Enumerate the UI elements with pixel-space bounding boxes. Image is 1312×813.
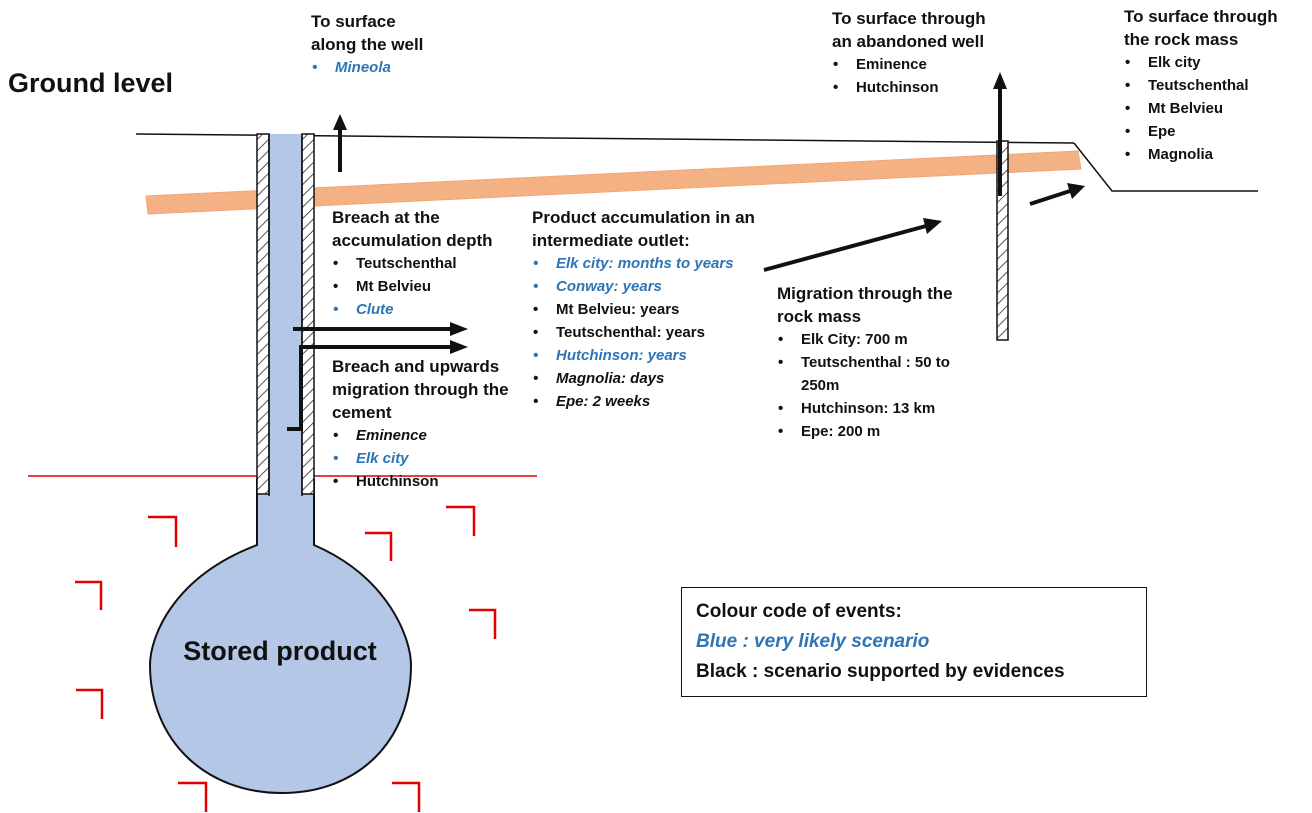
- block-heading-line: To surface through: [1124, 7, 1278, 26]
- list-item: Elk city: [1124, 51, 1278, 74]
- list-item: Epe: 2 weeks: [532, 390, 755, 413]
- arrow-migration: [763, 224, 927, 272]
- block-heading-line: To surface: [311, 12, 396, 31]
- list-item: Elk city: months to years: [532, 252, 755, 275]
- event-list: Teutschenthal Mt Belvieu Clute: [332, 252, 493, 321]
- block-heading-line: To surface through: [832, 9, 986, 28]
- stored-product-cavern: [148, 478, 413, 795]
- list-item: Mineola: [311, 56, 423, 79]
- fracture-mark: [392, 781, 421, 812]
- list-item: Teutschenthal: [1124, 74, 1278, 97]
- legend-title: Colour code of events:: [696, 601, 902, 622]
- block-heading-line: cement: [332, 403, 392, 422]
- list-item: Epe: [1124, 120, 1278, 143]
- surface-rock-mass-block: To surface through the rock mass Elk cit…: [1124, 5, 1278, 166]
- list-item: Clute: [332, 298, 493, 321]
- abandoned-well: [996, 140, 1009, 341]
- breach-accumulation-block: Breach at the accumulation depth Teutsch…: [332, 206, 493, 321]
- list-item: Hutchinson: 13 km: [777, 397, 982, 420]
- list-item: Conway: years: [532, 275, 755, 298]
- block-heading-line: along the well: [311, 35, 424, 54]
- well-casing-left: [256, 133, 270, 495]
- legend-blue-entry: Blue : very likely scenario: [696, 631, 930, 652]
- arrow-up-well-head: [333, 114, 347, 130]
- list-item: Magnolia: [1124, 143, 1278, 166]
- legend-black-entry: Black : scenario supported by evidences: [696, 661, 1065, 682]
- list-item: Hutchinson: [832, 76, 986, 99]
- block-heading-line: Breach at the: [332, 208, 440, 227]
- ground-step-line: [1073, 142, 1258, 192]
- block-heading-line: accumulation depth: [332, 231, 493, 250]
- list-item: Hutchinson: [332, 470, 509, 493]
- event-list: Elk City: 700 m Teutschenthal : 50 to 25…: [777, 328, 982, 443]
- fracture-mark: [76, 688, 104, 719]
- block-heading-line: an abandoned well: [832, 32, 985, 51]
- intermediate-outlet-block: Product accumulation in an intermediate …: [532, 206, 755, 413]
- list-item: Elk city: [332, 447, 509, 470]
- colour-code-legend: Colour code of events: Blue : very likel…: [681, 587, 1147, 697]
- arrow-cement-path: [287, 345, 452, 431]
- arrow-migration-head: [923, 218, 942, 234]
- block-heading-line: Product accumulation in an: [532, 208, 755, 227]
- fracture-mark: [469, 608, 497, 639]
- list-item: Epe: 200 m: [777, 420, 982, 443]
- block-heading-line: rock mass: [777, 307, 862, 326]
- list-item: Elk City: 700 m: [777, 328, 982, 351]
- block-heading-line: Migration through the: [777, 284, 953, 303]
- list-item: Mt Belvieu: years: [532, 298, 755, 321]
- well-bore-fluid: [269, 134, 302, 486]
- fracture-mark: [365, 531, 393, 561]
- arrow-cement-path-head: [450, 340, 468, 354]
- list-item: Mt Belvieu: [332, 275, 493, 298]
- well-casing-right: [301, 133, 315, 495]
- event-list: Eminence Elk city Hutchinson: [332, 424, 509, 493]
- fracture-mark: [75, 580, 103, 610]
- event-list: Eminence Hutchinson: [832, 53, 986, 99]
- surface-along-well-block: To surface along the well Mineola: [311, 10, 423, 79]
- event-list: Elk city: months to years Conway: years …: [532, 252, 755, 413]
- fracture-marks: [75, 505, 497, 812]
- event-list: Mineola: [311, 56, 423, 79]
- migration-rock-mass-block: Migration through the rock mass Elk City…: [777, 282, 982, 443]
- event-list: Elk city Teutschenthal Mt Belvieu Epe Ma…: [1124, 51, 1278, 166]
- list-item: Eminence: [332, 424, 509, 447]
- arrow-rock-mass-surface: [1029, 189, 1071, 206]
- block-heading-line: the rock mass: [1124, 30, 1239, 49]
- arrow-breach-accumulation-head: [450, 322, 468, 336]
- breach-cement-block: Breach and upwards migration through the…: [332, 355, 509, 493]
- fracture-mark: [148, 515, 178, 547]
- list-item: Hutchinson: years: [532, 344, 755, 367]
- fracture-mark: [446, 505, 476, 536]
- arrow-rock-mass-surface-head: [1067, 183, 1085, 199]
- block-heading-line: migration through the: [332, 380, 509, 399]
- fracture-mark: [178, 781, 208, 812]
- arrows: [287, 72, 1085, 431]
- stored-product-label: Stored product: [183, 636, 377, 666]
- list-item: Teutschenthal: [332, 252, 493, 275]
- ground-level-title: Ground level: [8, 68, 174, 98]
- block-heading-line: intermediate outlet:: [532, 231, 690, 250]
- list-item: Teutschenthal: years: [532, 321, 755, 344]
- list-item: Teutschenthal : 50 to 250m: [777, 351, 982, 397]
- surface-abandoned-well-block: To surface through an abandoned well Emi…: [832, 7, 986, 99]
- list-item: Eminence: [832, 53, 986, 76]
- arrow-up-abandoned-well-head: [993, 72, 1007, 89]
- permeable-layer: [145, 150, 1082, 215]
- block-heading-line: Breach and upwards: [332, 357, 500, 376]
- list-item: Magnolia: days: [532, 367, 755, 390]
- list-item: Mt Belvieu: [1124, 97, 1278, 120]
